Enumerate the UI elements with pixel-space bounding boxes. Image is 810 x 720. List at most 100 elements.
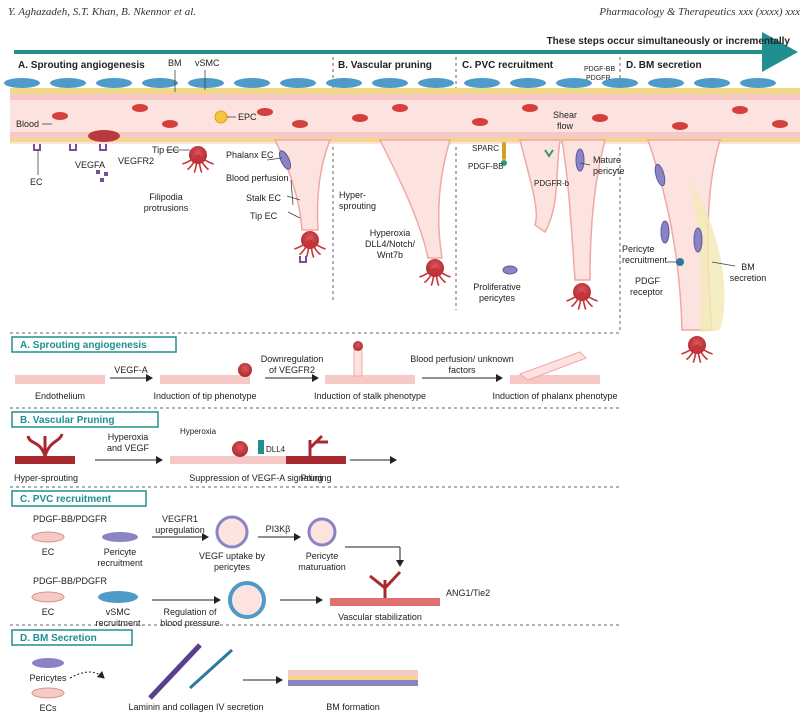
vsmc-cell [694,78,730,88]
box-b-hyper-sprouting: Hyper-sprouting [14,473,78,483]
vsmc-cell [510,78,546,88]
box-d-pericytes: Pericytes [29,673,67,683]
vegfr2-receptors [33,144,307,263]
tip-cell [566,283,598,310]
label-sprouting: sprouting [339,201,376,211]
label-hyperoxia: Hyperoxia [370,228,411,238]
box-c-vegfr1-1: VEGFR1 [162,514,198,524]
red-blood-cell [292,120,308,128]
label-pdgf-bb: PDGF-BB [468,162,504,171]
red-blood-cell [257,108,273,116]
vsmc-cell [96,78,132,88]
red-blood-cell [592,114,608,122]
box-a-title: A. Sprouting angiogenesis [20,340,147,351]
label-mature: Mature [593,155,621,165]
label-sparc: SPARC [472,144,499,153]
box-b-hv-2: and VEGF [107,443,150,453]
label-vsmc: vSMC [195,58,220,68]
red-blood-cell [52,112,68,120]
box-c-mat-2: maturuation [298,562,346,572]
red-blood-cell [732,106,748,114]
label-pdgfr-top: PDGFR [586,75,611,82]
label-receptor: receptor [630,287,663,297]
box-c-reg-1: Regulation of [163,607,217,617]
red-blood-cells [52,104,788,130]
vsmc-cell [464,78,500,88]
label-tip-ec: Tip EC [152,145,180,155]
label-protrusions: protrusions [144,203,189,213]
box-a-downreg-2: of VEGFR2 [269,365,315,375]
box-a-vegfa: VEGF-A [114,365,148,375]
box-a-phalanx: Induction of phalanx phenotype [492,391,617,401]
box-d: D. BM Secretion Pericytes ECs Laminin an… [11,629,418,713]
header-authors: Y. Aghazadeh, S.T. Khan, B. Nkennor et a… [8,6,197,18]
label-pdgfbb-top: PDGF-BB [584,66,615,73]
box-c-uptake-2: pericytes [214,562,251,572]
red-blood-cell [392,104,408,112]
pericytes [278,148,703,275]
label-bm-right: BM [741,262,755,272]
label-pericyte-rec: Pericyte [622,244,655,254]
box-c-uptake-1: VEGF uptake by [199,551,266,561]
label-stalk-ec: Stalk EC [246,193,282,203]
box-c-ec-1: EC [42,547,55,557]
leader-lines [37,70,736,267]
box-a-tip: Induction of tip phenotype [153,391,256,401]
panel-d-title: D. BM secretion [626,60,702,71]
box-b-title: B. Vascular Pruning [20,415,114,426]
vsmc-cell [50,78,86,88]
box-c-pericyte-rec-1: Pericyte [104,547,137,557]
label-phalanx-ec: Phalanx EC [226,150,274,160]
label-tip-ec-2: Tip EC [250,211,278,221]
box-a-factors: factors [448,365,476,375]
box-c-pdgf-1: PDGF-BB/PDGFR [33,514,108,524]
vsmc-cell [4,78,40,88]
box-d-ecs: ECs [39,703,57,713]
box-a-endothelium: Endothelium [35,391,85,401]
header-journal: Pharmacology & Therapeutics xxx (xxxx) x… [599,6,800,18]
box-c-mat-1: Pericyte [306,551,339,561]
label-pericytes: pericytes [479,293,516,303]
box-d-title: D. BM Secretion [20,633,97,644]
tip-cell [681,336,713,363]
panel-c-title: C. PVC recruitment [462,60,554,71]
label-pericyte: pericyte [593,166,625,176]
box-c-pdgf-2: PDGF-BB/PDGFR [33,576,108,586]
label-dll4-notch: DLL4/Notch/ [365,239,416,249]
box-a-stalk: Induction of stalk phenotype [314,391,426,401]
label-bm: BM [168,58,182,68]
box-c-pericyte-rec-2: recruitment [97,558,143,568]
vsmc-cells [4,78,776,88]
vsmc-cell [142,78,178,88]
label-hyper: Hyper- [339,190,366,200]
box-b-dll4: DLL4 [266,445,286,454]
label-blood: Blood [16,119,39,129]
red-blood-cell [472,118,488,126]
box-c: C. PVC recruitment PDGF-BB/PDGFR EC Peri… [11,490,490,628]
box-d-laminin: Laminin and collagen IV secretion [128,702,263,712]
vsmc-cell [234,78,270,88]
epc-cell [214,110,228,124]
box-b-suppression: Suppression of VEGF-A signaling [189,473,323,483]
box-d-bm-formation: BM formation [326,702,380,712]
label-vegfr2: VEGFR2 [118,156,154,166]
label-secretion: secretion [730,273,767,283]
box-c-title: C. PVC recruitment [20,494,112,505]
panel-b-title: B. Vascular pruning [338,60,432,71]
box-c-reg-2: blood pressure [160,618,220,628]
label-recruitment: recruitment [622,255,668,265]
label-vegfa: VEGFA [75,160,105,170]
tip-cells [182,146,713,363]
vegfa-molecules [96,170,108,182]
box-b-hyperoxia: Hyperoxia [180,427,217,436]
label-wnt7b: Wnt7b [377,250,403,260]
vsmc-cell [280,78,316,88]
tip-cell [182,146,214,173]
vsmc-cell [740,78,776,88]
box-c-ang: ANG1/Tie2 [446,588,490,598]
sparc-pdgf-markers [501,142,554,166]
box-b: B. Vascular Pruning Hyperoxia Hyperoxia … [11,411,397,483]
label-flow: flow [557,121,574,131]
red-blood-cell [132,104,148,112]
